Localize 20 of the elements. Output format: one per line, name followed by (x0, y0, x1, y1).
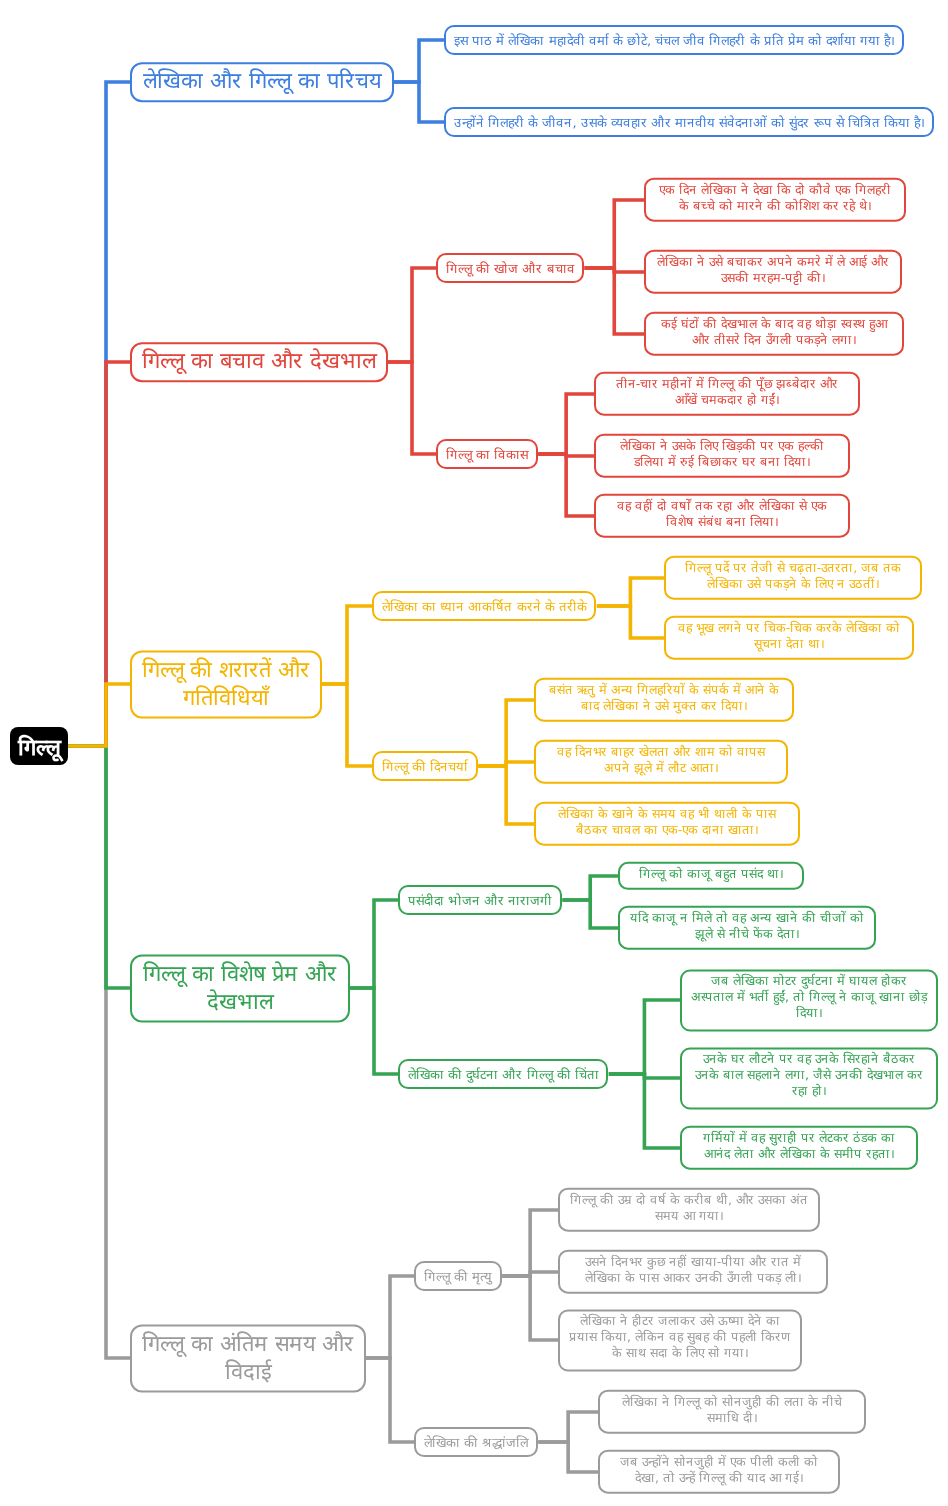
connector-line (538, 452, 594, 458)
root-node: गिल्लू (10, 727, 68, 765)
connector-line (388, 360, 436, 456)
connector-line (596, 576, 664, 608)
connector-line (350, 986, 398, 1076)
topic-box: गिल्लू की शरारतें और गतिविधियाँ (130, 650, 322, 718)
connector-line (366, 1274, 414, 1360)
topic-box: गिल्लू का विशेष प्रेम और देखभाल (130, 954, 350, 1022)
topic-box: गिल्लू का बचाव और देखभाल (130, 342, 388, 382)
topic-box: लेखिका और गिल्लू का परिचय (130, 62, 394, 102)
connector-line (608, 1072, 680, 1080)
connector-line (478, 760, 534, 768)
connector-line (394, 80, 444, 124)
connector-line (584, 266, 644, 274)
connector-line (68, 682, 130, 748)
topic-box: गिल्लू का अंतिम समय और विदाई (130, 1324, 366, 1392)
connector-line (322, 604, 372, 686)
connector-line (502, 1270, 558, 1278)
connector-line (562, 874, 618, 902)
connector-line (538, 1440, 598, 1474)
